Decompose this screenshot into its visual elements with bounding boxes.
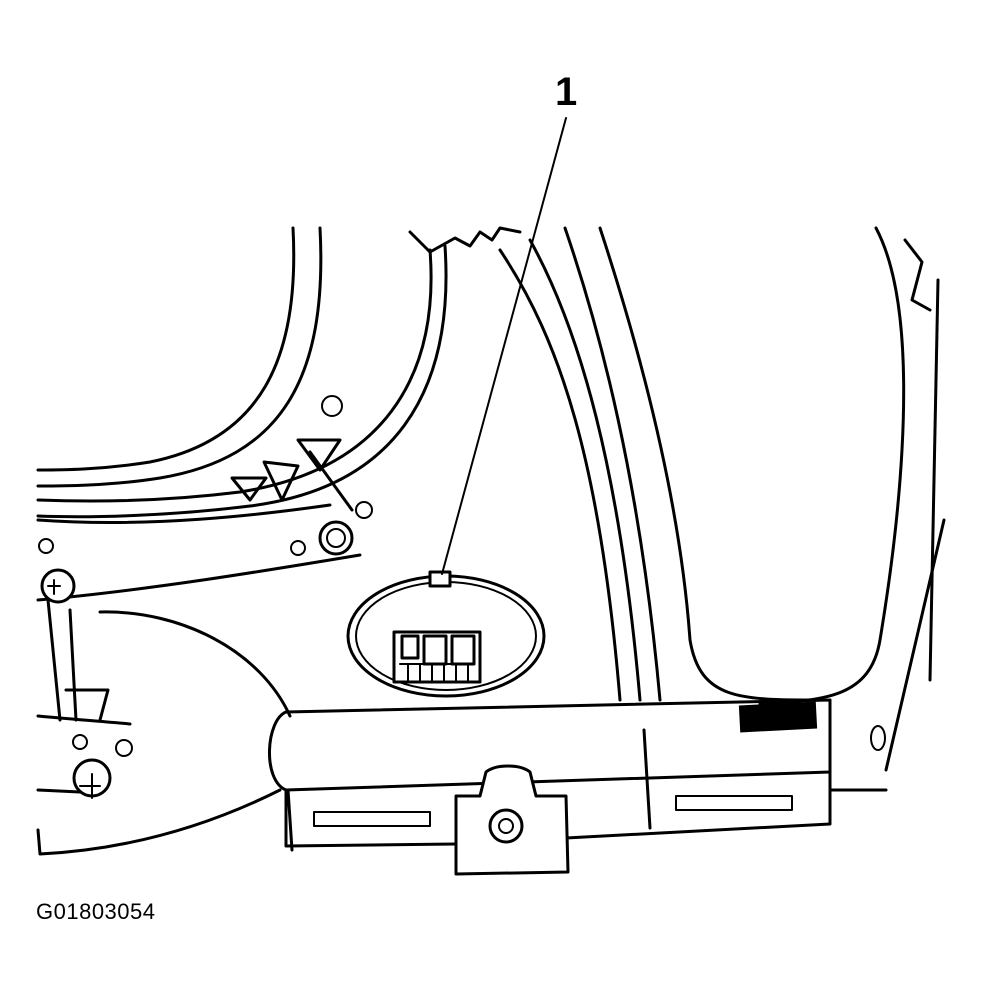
wheel-arch: [98, 610, 292, 718]
sill-panel: [268, 698, 832, 852]
electrical-connector: [346, 570, 546, 698]
lower-left-fasteners: [36, 598, 133, 799]
mounting-hole: [321, 395, 343, 417]
upper-bracket: [408, 226, 522, 254]
retaining-clips: [230, 438, 354, 512]
door-opening-trim-arcs: [36, 226, 448, 519]
lower-sill-edge: [36, 788, 282, 856]
callout-leader-1: [441, 117, 567, 575]
sill-mounting-boss: [454, 764, 570, 876]
callout-number-1: 1: [555, 70, 578, 114]
b-pillar: [498, 226, 822, 702]
upper-rail: [36, 503, 332, 524]
figure-identifier: G01803054: [36, 899, 156, 924]
rail-fasteners: [38, 501, 373, 604]
